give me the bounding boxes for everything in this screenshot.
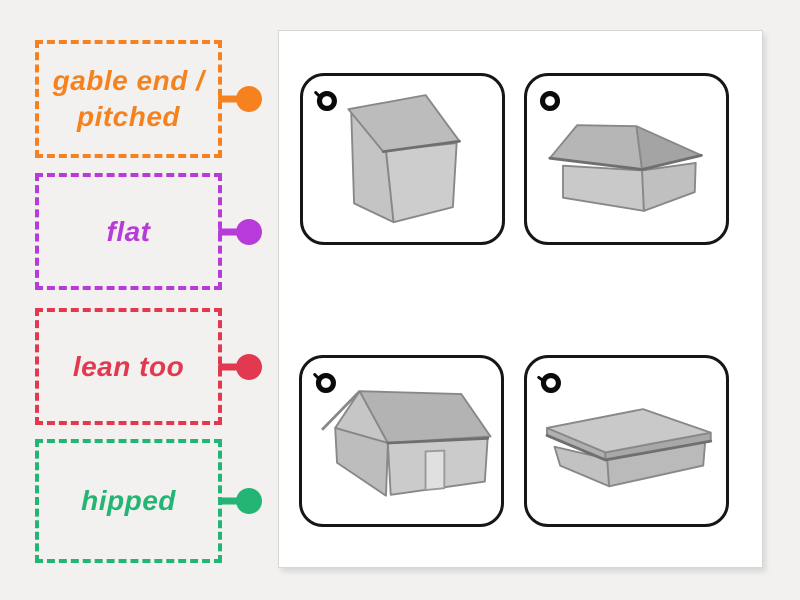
connector-dot <box>236 218 262 245</box>
drop-marker-icon[interactable] <box>536 369 564 397</box>
label-text: hipped <box>81 485 176 517</box>
flat-roof-image <box>527 362 726 524</box>
image-card-flat-roof <box>524 355 729 527</box>
connector-pin <box>218 488 262 514</box>
label-flat[interactable]: flat <box>35 173 262 290</box>
hipped-roof-image <box>527 80 726 242</box>
label-lean-too[interactable]: lean too <box>35 308 262 425</box>
gable-pitched-roof-image <box>302 362 501 524</box>
lean-to-roof-image <box>303 80 502 242</box>
connector-dot <box>236 353 262 380</box>
label-text: gable end / pitched <box>52 65 205 132</box>
connector-pin <box>218 353 262 380</box>
image-card-gable-pitched-roof <box>299 355 504 527</box>
connector-line <box>218 95 248 103</box>
connector-dot <box>236 488 262 514</box>
connector-dot <box>236 86 262 112</box>
drop-marker-icon[interactable] <box>536 87 564 115</box>
label-gable-end-pitched[interactable]: gable end / pitched <box>35 40 262 158</box>
label-text: lean too <box>72 350 185 382</box>
label-hipped[interactable]: hipped <box>35 439 262 563</box>
connector-line <box>218 497 248 505</box>
image-card-lean-to-roof <box>300 73 505 245</box>
diagram-board <box>278 30 763 568</box>
label-text: flat <box>106 215 151 247</box>
connector-line <box>218 363 248 370</box>
drop-marker-icon[interactable] <box>311 369 339 397</box>
connector-line <box>218 228 248 235</box>
drop-marker-icon[interactable] <box>312 87 340 115</box>
connector-pin <box>218 218 262 245</box>
connector-pin <box>218 86 262 112</box>
image-card-hipped-roof <box>524 73 729 245</box>
